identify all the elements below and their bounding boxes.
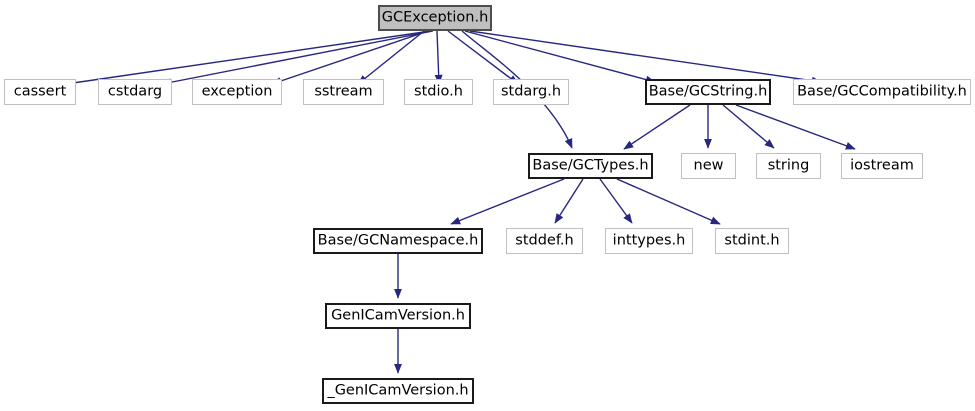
node-label-stdint: stdint.h: [724, 232, 780, 249]
node-stdarg[interactable]: stdarg.h: [493, 79, 569, 105]
node-label-iostream: iostream: [850, 157, 914, 174]
node-label-gcexception: GCException.h: [381, 9, 489, 26]
edge-gctypes-to-stddef: [554, 178, 584, 224]
node-label-stdarg: stdarg.h: [500, 83, 562, 100]
node-label-new: new: [693, 157, 724, 174]
edge-gcexception-to-cstdarg: [161, 30, 434, 87]
node-label-cstdarg: cstdarg: [107, 83, 163, 100]
edge-gcexception-to-exception: [271, 30, 429, 85]
node-label-gccompatibility: Base/GCCompatibility.h: [797, 83, 967, 100]
node-label-gcstring: Base/GCString.h: [648, 83, 768, 100]
node-label-string: string: [767, 157, 810, 174]
node-iostream[interactable]: iostream: [841, 153, 923, 179]
node-label-cassert: cassert: [13, 83, 67, 100]
node-stdint[interactable]: stdint.h: [715, 228, 789, 254]
node-exception[interactable]: exception: [192, 79, 282, 105]
node-label-sstream: sstream: [314, 83, 373, 100]
node-gcstring[interactable]: Base/GCString.h: [645, 79, 771, 105]
node-_genicamversion[interactable]: _GenICamVersion.h: [322, 378, 474, 404]
node-cstdarg[interactable]: cstdarg: [98, 79, 172, 105]
node-label-exception: exception: [201, 83, 273, 100]
edge-gcstring-to-gctypes: [623, 104, 691, 150]
node-sstream[interactable]: sstream: [303, 79, 384, 105]
edge-gcstring-to-iostream: [735, 104, 856, 150]
edge-gcexception-to-stdarg: [447, 30, 519, 85]
edge-gcexception-to-gctypes: [461, 30, 573, 149]
edge-gcstring-to-string: [722, 104, 775, 149]
edge-gcexception-to-gcstring: [464, 30, 656, 84]
edge-gcexception-to-gccompatibility: [469, 30, 822, 85]
node-label-_genicamversion: _GenICamVersion.h: [327, 382, 469, 399]
edge-gcexception-to-cassert: [65, 30, 432, 87]
node-gcnamespace[interactable]: Base/GCNamespace.h: [313, 228, 483, 254]
node-label-gcnamespace: Base/GCNamespace.h: [317, 232, 479, 249]
node-new[interactable]: new: [681, 153, 736, 179]
node-inttypes[interactable]: inttypes.h: [605, 228, 693, 254]
node-cassert[interactable]: cassert: [4, 79, 76, 105]
edge-gcexception-to-sstream: [357, 30, 425, 85]
edges: [65, 30, 856, 374]
node-gccompatibility[interactable]: Base/GCCompatibility.h: [793, 79, 971, 105]
node-label-gctypes: Base/GCTypes.h: [532, 157, 649, 174]
node-gcexception[interactable]: GCException.h: [378, 5, 492, 31]
node-gctypes[interactable]: Base/GCTypes.h: [528, 153, 653, 179]
node-stdio[interactable]: stdio.h: [404, 79, 473, 105]
edge-gctypes-to-gcnamespace: [450, 178, 565, 225]
edge-gcexception-to-stdio: [434, 30, 443, 85]
node-genicamversion[interactable]: GenICamVersion.h: [325, 303, 471, 329]
edge-gctypes-to-inttypes: [599, 178, 633, 224]
node-label-stddef: stddef.h: [515, 232, 574, 249]
node-string[interactable]: string: [756, 153, 821, 179]
node-stddef[interactable]: stddef.h: [506, 228, 583, 254]
node-label-stdio: stdio.h: [414, 83, 463, 100]
edge-gctypes-to-stdint: [616, 178, 721, 225]
node-label-inttypes: inttypes.h: [612, 232, 686, 249]
node-label-genicamversion: GenICamVersion.h: [331, 307, 465, 324]
